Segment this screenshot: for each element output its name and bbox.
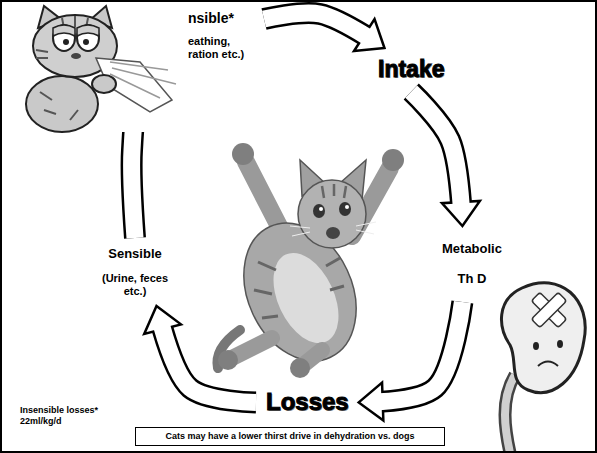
sneezing-cat-cartoon-part [90, 6, 112, 28]
node-text: (Urine, feces etc.) [94, 272, 176, 298]
sneezing-cat-cartoon-part [77, 25, 99, 51]
arrow-head [150, 49, 180, 80]
insensible-node: nsible* eathing, ration etc.) [186, 8, 258, 63]
kitten-illustration-part [217, 330, 240, 368]
kitten-illustration-part [300, 160, 326, 196]
sensible-node: Sensible (Urine, feces etc.) [92, 244, 178, 300]
arrow-outline [411, 92, 462, 226]
arrow-head [354, 19, 384, 51]
arrow-head [359, 383, 384, 421]
note-box: Cats may have a lower thirst drive in de… [135, 427, 445, 446]
kidney-cartoon-part [538, 362, 558, 367]
kitten-illustration-part [232, 338, 272, 358]
arrow-head [144, 306, 181, 334]
kitten-illustration-part [218, 350, 238, 370]
kitten-illustration-part [302, 350, 322, 366]
sneezing-cat-cartoon-part [83, 39, 89, 45]
sneezing-cat-cartoon-part [40, 92, 78, 120]
kitten-illustration-part [326, 227, 340, 239]
losses-node: Losses [264, 386, 351, 419]
cycle-arrow [359, 302, 463, 421]
kitten-illustration-part [382, 149, 404, 171]
sneezing-cat-cartoon-part [71, 53, 81, 59]
arrow-fill [264, 13, 384, 48]
kitten-illustration-part [319, 207, 323, 211]
sneezing-cat-cartoon-part [2, 4, 185, 132]
sneezing-cat-cartoon [2, 4, 185, 132]
sneezing-cat-cartoon-part [36, 16, 88, 58]
node-heading: nsible* [188, 10, 256, 27]
cycle-arrow [132, 49, 180, 238]
arrow-fill [157, 306, 257, 402]
kidney-cartoon-part [533, 342, 539, 350]
sneezing-cat-cartoon-part [33, 15, 117, 77]
cycle-arrow [411, 92, 480, 226]
kitten-illustration-part [290, 358, 310, 378]
kitten-illustration-part [246, 162, 282, 232]
note-label: Insensible losses* 22ml/kg/d [20, 405, 120, 428]
arrow-outline [359, 302, 463, 402]
sneezing-cat-cartoon-part [26, 76, 98, 132]
node-heading: Intake [378, 56, 444, 84]
node-heading: Cats may have a lower thirst drive in de… [140, 431, 440, 442]
kitten-illustration-part [290, 222, 376, 236]
sneezing-cat-cartoon-part [38, 6, 62, 28]
arrow-outline [264, 13, 384, 48]
arrow-outline [157, 306, 257, 402]
kidney-cartoon-part [531, 292, 566, 327]
sneezing-cat-cartoon-part [77, 25, 99, 36]
cycle-arrow [144, 306, 256, 402]
sneezing-cat-cartoon-part [110, 62, 176, 98]
node-text: eathing, ration etc.) [188, 35, 256, 61]
kitten-illustration-part [345, 205, 349, 209]
kidney-cartoon-part [501, 283, 585, 393]
kitten-illustration-part [232, 143, 254, 165]
node-heading: Losses [266, 388, 349, 417]
sneezing-cat-cartoon-part [63, 39, 69, 45]
kitten-illustration-part [222, 205, 377, 379]
kidney-cartoon-part [557, 340, 563, 348]
cycle-arrow [264, 13, 384, 51]
sneezing-cat-cartoon-part [53, 25, 75, 51]
sneezing-cat-cartoon-part [92, 75, 116, 93]
sneezing-cat-cartoon-part [53, 25, 75, 36]
arrow-fill [132, 49, 180, 238]
node-heading: Sensible [94, 246, 176, 262]
arrow-head [442, 201, 480, 226]
kitten-illustration-part [339, 202, 351, 216]
arrow-fill [359, 302, 463, 402]
kitten-illustration [217, 143, 404, 379]
kitten-illustration-part [254, 258, 344, 318]
kitten-illustration-part [298, 180, 366, 248]
kitten-illustration-part [260, 243, 351, 354]
kitten-illustration-part [322, 184, 346, 198]
arrow-outline [132, 49, 180, 238]
metabolic-node: Metabolic Th D [440, 232, 504, 296]
kitten-illustration-part [313, 204, 325, 218]
sneezing-cat-cartoon-part [96, 58, 172, 112]
kitten-illustration-part [340, 160, 366, 200]
kidney-cartoon-part [531, 292, 566, 327]
kidney-cartoon-part [505, 375, 515, 453]
arrow-fill [411, 92, 462, 226]
intake-node: Intake [376, 54, 446, 86]
node-heading: Metabolic Th D [442, 234, 502, 294]
kidney-cartoon [501, 283, 585, 453]
kidney-cartoon-part [505, 375, 515, 453]
kitten-illustration-part [352, 168, 390, 236]
